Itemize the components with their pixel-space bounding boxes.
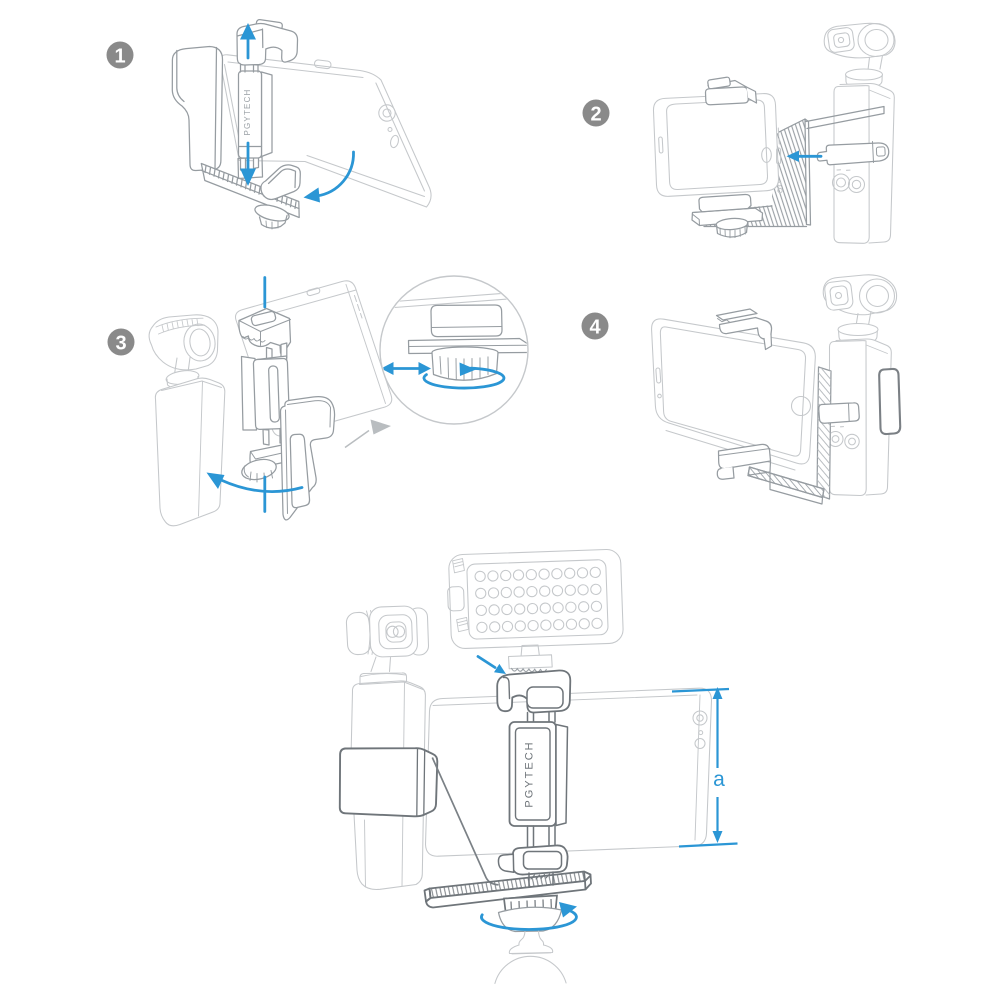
svg-text:4: 4 — [589, 317, 601, 339]
svg-text:3: 3 — [115, 333, 126, 355]
svg-text:1: 1 — [114, 46, 125, 68]
svg-text:2: 2 — [590, 104, 601, 126]
svg-text:PGYTECH: PGYTECH — [524, 740, 536, 807]
svg-text:PGYTECH: PGYTECH — [243, 88, 252, 135]
svg-text:a: a — [713, 768, 725, 791]
